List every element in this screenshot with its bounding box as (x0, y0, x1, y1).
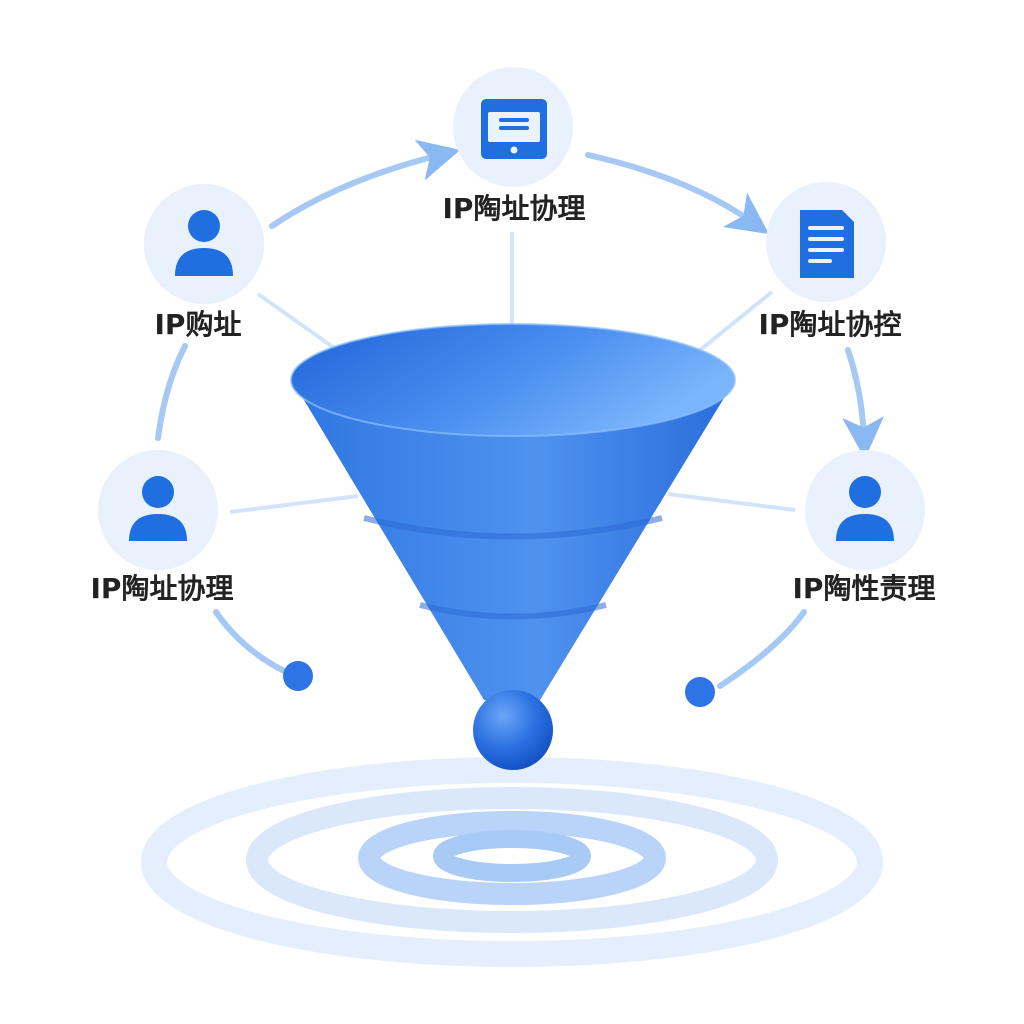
arrow-top-to-upper-right (585, 152, 770, 235)
ripple-rings (141, 757, 883, 967)
ripple-ring-3 (358, 811, 666, 905)
flow-arrows (155, 139, 885, 689)
node-upper-left: IP购址 (144, 184, 264, 341)
node-top-label: IP陶址协理 (443, 192, 586, 225)
monitor-icon (481, 99, 547, 159)
arc-lower-right-tail (717, 609, 807, 689)
connector-lines (229, 232, 796, 514)
node-top: IP陶址协理 (443, 67, 586, 225)
arc-lower-left-tail (213, 609, 289, 675)
node-upper-left-label: IP购址 (155, 308, 242, 341)
funnel-rim (291, 324, 735, 436)
arrow-upper-right-to-lower-right (842, 347, 885, 459)
node-lower-left-label: IP陶址协理 (91, 572, 234, 605)
funnel-rim-highlight (290, 323, 736, 437)
connector-upper-right (698, 290, 774, 352)
ripple-ring-outer (141, 757, 883, 967)
ripple-ring-2 (246, 787, 778, 933)
funnel (290, 323, 736, 770)
node-lower-right: IP陶性责理 (793, 450, 936, 605)
user-icon (129, 476, 187, 541)
funnel-band-2 (419, 602, 607, 620)
ripple-core (433, 830, 591, 882)
connector-lower-right (667, 492, 796, 512)
node-lower-left: IP陶址协理 (91, 450, 234, 605)
user-icon (836, 476, 894, 541)
node-upper-left-badge (144, 184, 264, 304)
funnel-output-ball (473, 690, 553, 770)
funnel-band-1 (363, 515, 663, 540)
endpoint-dot-right (685, 677, 715, 707)
node-lower-right-label: IP陶性责理 (793, 572, 936, 605)
connector-upper-left (256, 292, 342, 354)
node-upper-right-label: IP陶址协控 (759, 308, 902, 341)
connector-lower-left (229, 494, 359, 514)
node-upper-right: IP陶址协控 (759, 182, 902, 341)
funnel-body (292, 380, 735, 706)
node-lower-left-badge (98, 450, 218, 570)
arc-lower-left-to-upper-left (155, 343, 188, 441)
user-icon (175, 210, 233, 276)
arrow-upper-left-to-top (269, 139, 461, 229)
node-lower-right-badge (805, 450, 925, 570)
endpoint-dot-left (283, 661, 313, 691)
document-icon (800, 210, 854, 278)
